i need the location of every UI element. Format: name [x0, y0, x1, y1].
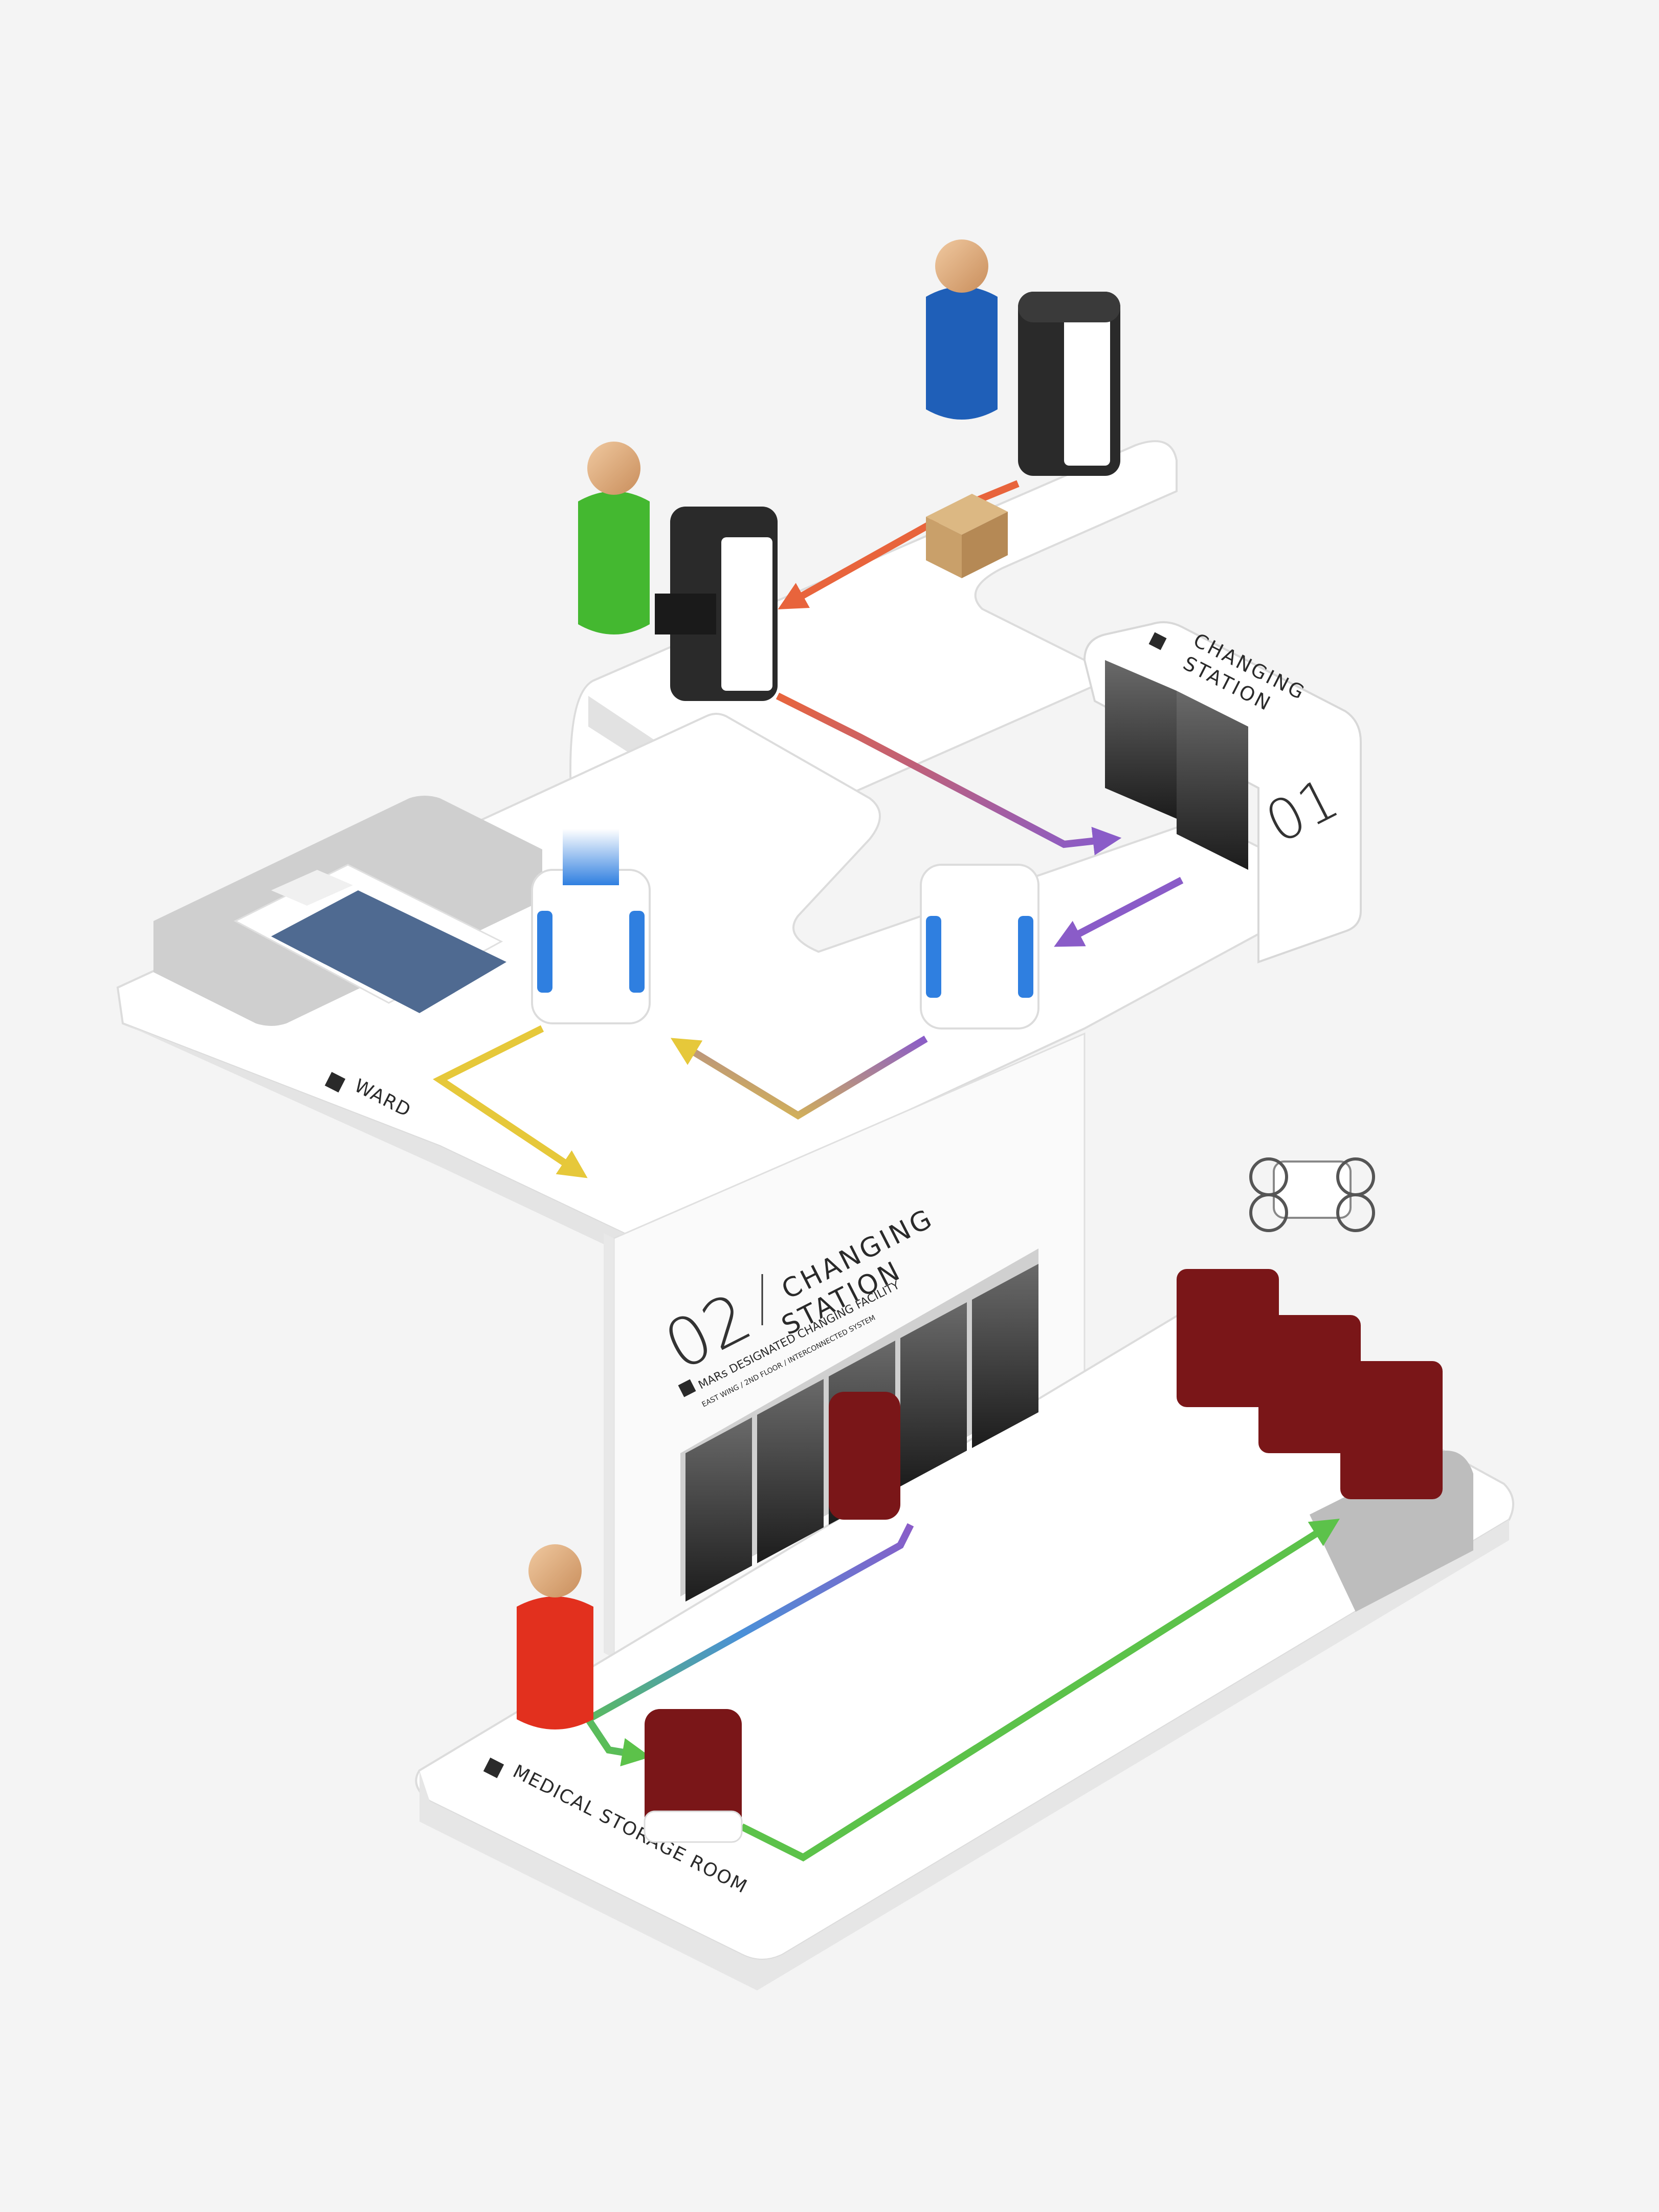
central-tower-side	[604, 1233, 614, 1658]
disinfection-robot-ward	[531, 829, 651, 1024]
storage-label-icon	[483, 1757, 504, 1779]
storage-unit-3	[1340, 1361, 1443, 1499]
delivery-robot-mid	[655, 507, 778, 701]
station-01-opening-left	[1105, 660, 1177, 819]
cargo-robot-storage-body	[645, 1709, 742, 1837]
station-02-icon	[678, 1379, 696, 1397]
bed-pillow	[271, 870, 353, 906]
bed-blanket	[271, 890, 506, 1013]
station-01-opening-right	[1177, 691, 1248, 870]
robot-corridor-stripe-left	[926, 916, 941, 998]
changing-station-01: CHANGING STATION 01	[1083, 621, 1362, 963]
robot-ward-light	[563, 829, 619, 885]
robots	[531, 292, 1443, 1843]
person-green-body	[578, 491, 650, 634]
parcel-top	[926, 494, 1008, 535]
person-blue-head	[935, 239, 988, 293]
robot-mid-drawer	[655, 594, 716, 634]
parcel-left	[926, 517, 962, 578]
ward-floor-edge	[118, 988, 634, 1259]
parcel-right	[962, 512, 1008, 578]
storage-unit-1	[1177, 1269, 1279, 1407]
station-01-icon	[1148, 632, 1167, 650]
routes	[433, 480, 1340, 1862]
route-green	[740, 1519, 1340, 1862]
robot-mid-panel	[721, 537, 772, 691]
person-green	[578, 442, 650, 634]
cargo-robot-storage-base	[644, 1810, 743, 1843]
delivery-robot-top	[1018, 292, 1120, 476]
bay-5	[972, 1264, 1038, 1448]
route-orange-to-purple	[776, 692, 1122, 856]
people	[517, 239, 998, 1729]
person-red	[517, 1544, 593, 1729]
cargo-robot-storage	[644, 1709, 743, 1843]
person-red-head	[528, 1544, 582, 1597]
robot-top-panel	[1064, 317, 1110, 466]
person-blue	[926, 239, 998, 420]
ward-room: WARD	[153, 796, 542, 1122]
route-purple-to-yellow	[670, 1035, 928, 1120]
person-blue-body	[926, 287, 998, 420]
person-green-head	[587, 442, 640, 495]
route-yellow	[433, 1025, 588, 1178]
route-purple-return	[1054, 877, 1184, 947]
robot-ward-stripe-left	[537, 911, 552, 993]
cargo-robot-station-body	[829, 1392, 900, 1520]
ward-label-icon	[324, 1071, 346, 1093]
disinfection-robot-corridor	[920, 864, 1039, 1030]
drone-body	[1273, 1160, 1352, 1219]
drone	[1249, 1157, 1375, 1232]
cargo-robot-station	[829, 1392, 900, 1520]
ward-floor-platform	[116, 713, 1265, 1240]
parcel-box	[926, 494, 1008, 578]
robot-ward-stripe-right	[629, 911, 645, 993]
bay-4	[900, 1302, 967, 1486]
bay-2	[757, 1379, 824, 1563]
drone-rotor-4	[1336, 1193, 1375, 1232]
storage-unit-2	[1258, 1315, 1361, 1453]
robot-top-lid	[1018, 292, 1120, 322]
robot-corridor-stripe-right	[1018, 916, 1033, 998]
storage-units	[1177, 1269, 1443, 1499]
bay-1	[685, 1417, 752, 1602]
robot-corridor-body	[920, 864, 1039, 1030]
drone-rotor-3	[1249, 1193, 1288, 1232]
person-red-body	[517, 1596, 593, 1729]
